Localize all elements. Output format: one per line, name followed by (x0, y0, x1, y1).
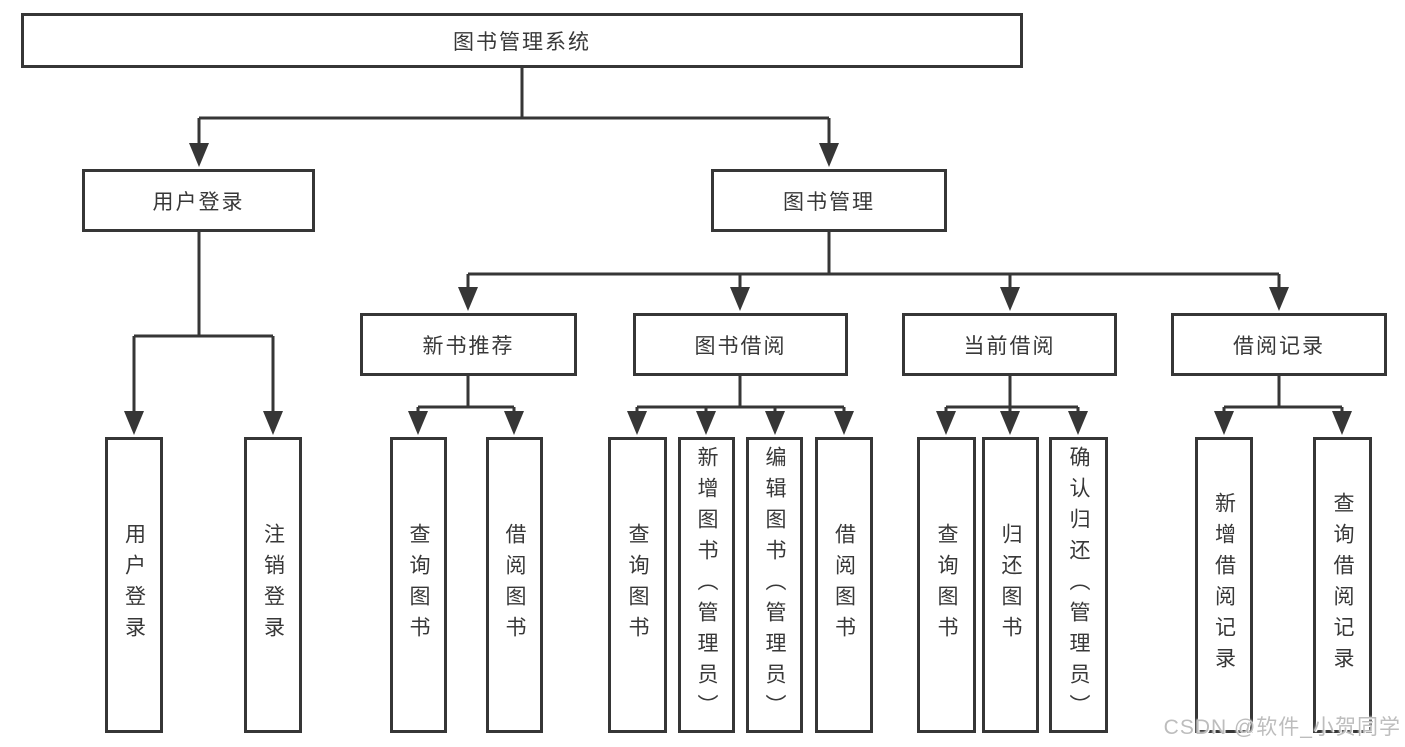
node-new-book-recommend: 新书推荐 (360, 313, 577, 376)
leaf-bb-add-books-label: 新增图书（管理员） (695, 445, 718, 725)
leaf-br-query-record-label: 查询借阅记录 (1331, 492, 1354, 678)
leaf-nbr-borrow-books-label: 借阅图书 (503, 523, 526, 647)
leaf-bb-edit-books-label: 编辑图书（管理员） (763, 445, 786, 725)
leaf-nbr-borrow-books: 借阅图书 (486, 437, 543, 733)
node-borrowing-records-label: 借阅记录 (1233, 334, 1325, 358)
leaf-cb-confirm-return-label: 确认归还（管理员） (1067, 445, 1090, 725)
node-book-borrowing: 图书借阅 (633, 313, 848, 376)
node-user-login: 用户登录 (82, 169, 315, 232)
node-user-login-label: 用户登录 (152, 190, 245, 214)
node-book-management-label: 图书管理 (783, 190, 875, 214)
leaf-br-add-record-label: 新增借阅记录 (1212, 492, 1236, 678)
leaf-cb-confirm-return: 确认归还（管理员） (1049, 437, 1108, 733)
node-new-book-recommend-label: 新书推荐 (422, 334, 515, 358)
leaf-bb-query-books: 查询图书 (608, 437, 667, 733)
leaf-user-login: 用户登录 (105, 437, 163, 733)
node-borrowing-records: 借阅记录 (1171, 313, 1387, 376)
leaf-cb-return-books-label: 归还图书 (999, 523, 1022, 647)
leaf-nbr-query-books: 查询图书 (390, 437, 447, 733)
leaf-br-add-record: 新增借阅记录 (1195, 437, 1253, 733)
leaf-logout-label: 注销登录 (261, 523, 285, 647)
leaf-bb-borrow-books: 借阅图书 (815, 437, 873, 733)
leaf-cb-query-books: 查询图书 (917, 437, 976, 733)
arrowhead-icons (124, 143, 1352, 435)
leaf-bb-add-books: 新增图书（管理员） (678, 437, 735, 733)
leaf-nbr-query-books-label: 查询图书 (407, 523, 430, 647)
node-current-borrowing-label: 当前借阅 (963, 334, 1056, 358)
node-root: 图书管理系统 (21, 13, 1023, 68)
leaf-bb-query-books-label: 查询图书 (626, 523, 649, 647)
leaf-user-login-label: 用户登录 (122, 523, 146, 647)
leaf-cb-return-books: 归还图书 (982, 437, 1039, 733)
leaf-cb-query-books-label: 查询图书 (935, 523, 958, 647)
leaf-bb-borrow-books-label: 借阅图书 (832, 523, 856, 647)
node-book-borrowing-label: 图书借阅 (694, 334, 787, 358)
leaf-logout: 注销登录 (244, 437, 302, 733)
node-root-label: 图书管理系统 (453, 30, 591, 54)
csdn-watermark: CSDN @软件_小贺同学 (1163, 716, 1401, 739)
node-current-borrowing: 当前借阅 (902, 313, 1117, 376)
node-book-management: 图书管理 (711, 169, 947, 232)
leaf-bb-edit-books: 编辑图书（管理员） (746, 437, 803, 733)
leaf-br-query-record: 查询借阅记录 (1313, 437, 1372, 733)
